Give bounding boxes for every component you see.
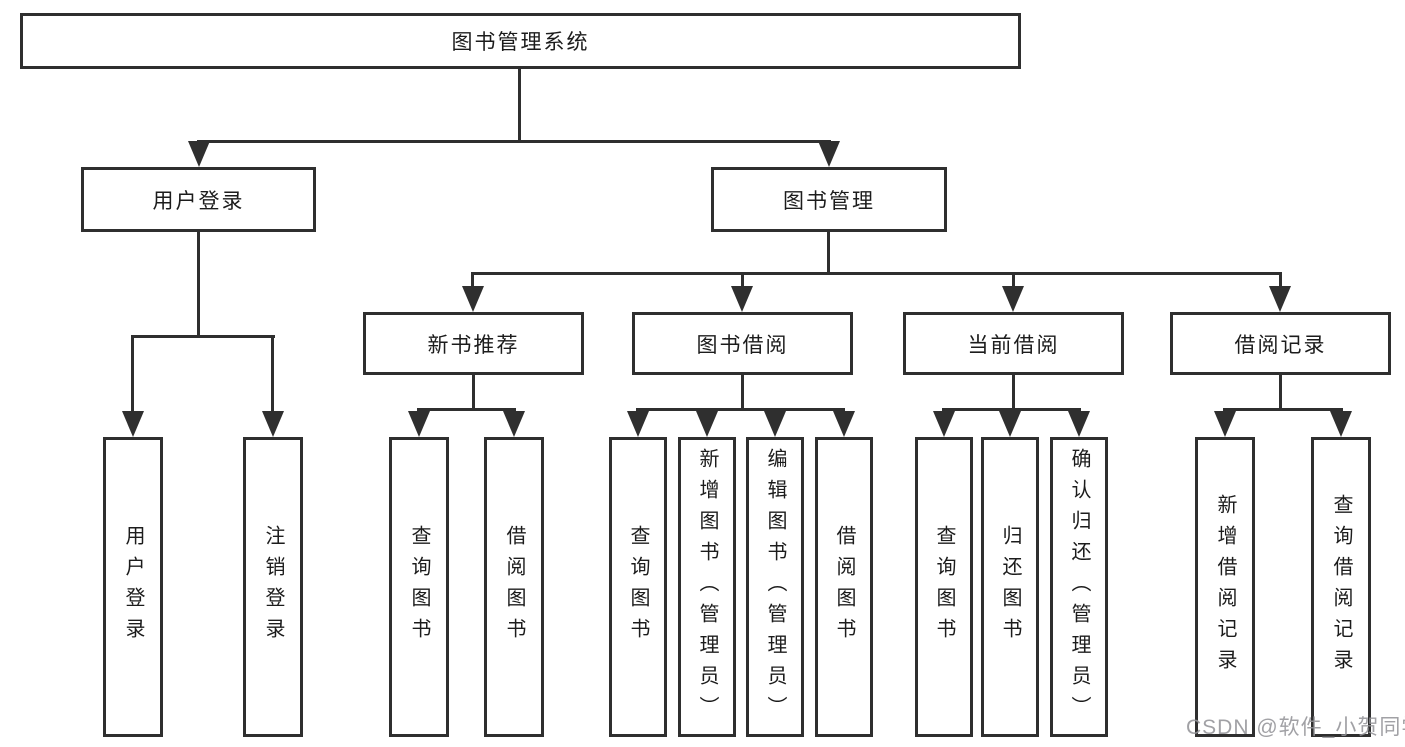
connector-line	[741, 375, 744, 411]
leaf-label: 归还图书	[999, 525, 1021, 649]
leaf-user-login: 用户登录	[103, 437, 163, 737]
arrowhead-down-icon	[764, 411, 786, 437]
leaf-label: 注销登录	[262, 525, 284, 649]
arrowhead-down-icon	[731, 286, 753, 312]
connector-line	[1012, 272, 1015, 292]
leaf-query-borrow-record: 查询借阅记录	[1311, 437, 1371, 737]
arrowhead-down-icon	[627, 411, 649, 437]
connector-line	[1223, 408, 1343, 411]
node-new-book-recommend: 新书推荐	[363, 312, 584, 375]
arrowhead-down-icon	[462, 286, 484, 312]
arrowhead-down-icon	[408, 411, 430, 437]
arrowhead-down-icon	[1002, 286, 1024, 312]
connector-line	[131, 335, 275, 338]
arrowhead-down-icon	[933, 411, 955, 437]
node-label: 当前借阅	[967, 333, 1060, 357]
leaf-label: 查询借阅记录	[1330, 494, 1352, 680]
leaf-label: 编辑图书（管理员）	[764, 447, 786, 727]
leaf-return-books: 归还图书	[981, 437, 1039, 737]
node-label: 用户登录	[152, 189, 245, 213]
arrowhead-down-icon	[1068, 411, 1090, 437]
leaf-query-books-recommend: 查询图书	[389, 437, 449, 737]
connector-line	[1012, 375, 1015, 411]
leaf-confirm-return-admin: 确认归还（管理员）	[1050, 437, 1108, 737]
connector-line	[1279, 375, 1282, 411]
watermark: CSDN @软件_小贺同学	[1186, 716, 1405, 739]
node-current-borrow: 当前借阅	[903, 312, 1124, 375]
connector-line	[471, 272, 474, 292]
arrowhead-down-icon	[1330, 411, 1352, 437]
leaf-label: 新增借阅记录	[1214, 494, 1236, 680]
leaf-borrow-books-recommend: 借阅图书	[484, 437, 544, 737]
leaf-label: 借阅图书	[503, 525, 525, 649]
arrowhead-down-icon	[818, 141, 840, 167]
connector-line	[471, 272, 1282, 275]
node-root-library-system: 图书管理系统	[20, 13, 1021, 69]
leaf-label: 查询图书	[933, 525, 955, 649]
arrowhead-down-icon	[262, 411, 284, 437]
node-user-login: 用户登录	[81, 167, 316, 232]
leaf-edit-books-admin: 编辑图书（管理员）	[746, 437, 804, 737]
leaf-add-borrow-record: 新增借阅记录	[1195, 437, 1255, 737]
node-label: 图书借阅	[696, 333, 789, 357]
connector-line	[1279, 272, 1282, 292]
leaf-logout: 注销登录	[243, 437, 303, 737]
leaf-query-books-current: 查询图书	[915, 437, 973, 737]
leaf-query-books-borrow: 查询图书	[609, 437, 667, 737]
leaf-label: 新增图书（管理员）	[696, 447, 718, 727]
connector-line	[942, 408, 1081, 411]
arrowhead-down-icon	[503, 411, 525, 437]
connector-line	[518, 69, 521, 143]
node-book-management: 图书管理	[711, 167, 947, 232]
connector-line	[271, 335, 274, 415]
leaf-label: 用户登录	[122, 525, 144, 649]
leaf-label: 确认归还（管理员）	[1068, 447, 1090, 727]
leaf-label: 借阅图书	[833, 525, 855, 649]
leaf-label: 查询图书	[627, 525, 649, 649]
arrowhead-down-icon	[999, 411, 1021, 437]
node-borrow-record: 借阅记录	[1170, 312, 1391, 375]
node-label: 图书管理	[783, 189, 875, 213]
arrowhead-down-icon	[696, 411, 718, 437]
leaf-label: 查询图书	[408, 525, 430, 649]
connector-line	[741, 272, 744, 292]
connector-line	[472, 375, 475, 411]
node-book-borrow: 图书借阅	[632, 312, 853, 375]
connector-line	[827, 232, 830, 275]
node-label: 图书管理系统	[451, 31, 590, 54]
leaf-borrow-books: 借阅图书	[815, 437, 873, 737]
arrowhead-down-icon	[1269, 286, 1291, 312]
arrowhead-down-icon	[122, 411, 144, 437]
connector-line	[417, 408, 516, 411]
connector-line	[636, 408, 845, 411]
arrowhead-down-icon	[833, 411, 855, 437]
connector-line	[197, 232, 200, 338]
arrowhead-down-icon	[188, 141, 210, 167]
connector-line	[197, 140, 831, 143]
connector-line	[131, 335, 134, 415]
node-label: 新书推荐	[427, 333, 520, 357]
leaf-add-books-admin: 新增图书（管理员）	[678, 437, 736, 737]
node-label: 借阅记录	[1234, 333, 1327, 357]
arrowhead-down-icon	[1214, 411, 1236, 437]
